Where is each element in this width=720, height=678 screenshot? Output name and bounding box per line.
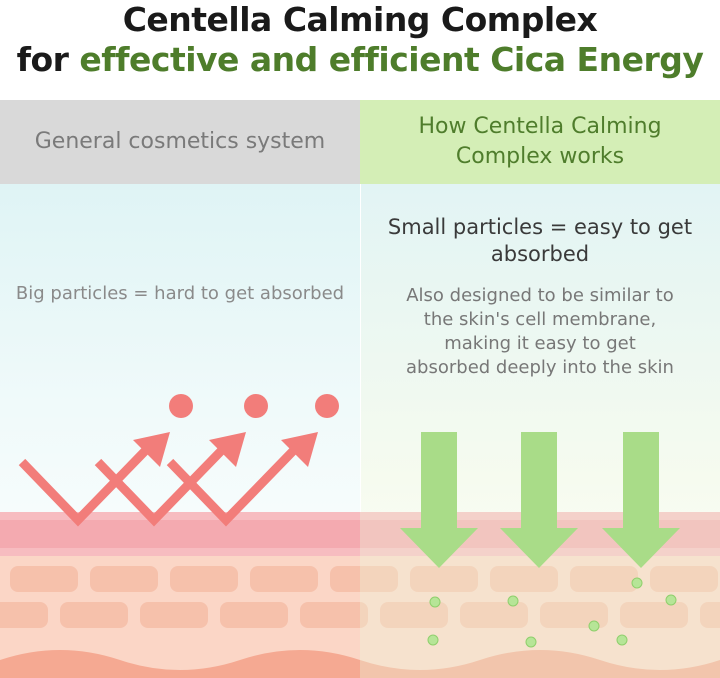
bounce-arrow-1 <box>18 446 150 527</box>
right-desc-line3: making it easy to get <box>444 333 636 354</box>
left-description: Big particles = hard to get absorbed <box>15 283 345 304</box>
left-column-header: General cosmetics system <box>0 100 360 184</box>
big-particle <box>169 394 193 418</box>
right-column-header: How Centella Calming Complex works <box>360 100 720 184</box>
right-header-line2: Complex works <box>455 144 625 169</box>
big-particle <box>244 394 268 418</box>
bounce-arrows <box>18 446 298 527</box>
right-subheading: Small particles = easy to get absorbed <box>360 214 720 268</box>
right-desc-line2: the skin's cell membrane, <box>423 309 657 330</box>
right-subheading-line1: Small particles = easy to get <box>387 215 693 239</box>
down-arrow-2 <box>500 432 578 568</box>
cell-row-2 <box>0 602 720 628</box>
right-desc-line4: absorbed deeply into the skin <box>406 357 674 378</box>
down-arrow-1 <box>400 432 478 568</box>
big-particles <box>169 394 339 418</box>
big-particle <box>315 394 339 418</box>
small-particles <box>427 577 677 648</box>
down-arrow-3 <box>602 432 680 568</box>
left-header-text: General cosmetics system <box>34 129 326 154</box>
small-particle <box>427 634 439 646</box>
arrow-head <box>133 432 170 467</box>
small-particle <box>507 595 519 607</box>
bounce-arrow-3 <box>166 446 298 527</box>
cell-row-1 <box>10 566 718 592</box>
column-divider <box>360 184 361 554</box>
bounce-arrow-heads <box>133 432 318 467</box>
small-particle <box>616 634 628 646</box>
subtitle-prefix: for <box>16 40 80 79</box>
right-header-line1: How Centella Calming <box>418 114 662 139</box>
bounce-arrow-2 <box>94 446 226 527</box>
right-subheading-line2: absorbed <box>490 242 590 266</box>
subtitle-highlight: effective and efficient Cica Energy <box>79 40 704 79</box>
small-particle <box>631 577 643 589</box>
small-particle <box>588 620 600 632</box>
right-description: Also designed to be similar to the skin'… <box>380 284 700 380</box>
skin-surface-inner <box>0 520 720 548</box>
small-particle <box>665 594 677 606</box>
page-subtitle: for effective and efficient Cica Energy <box>0 40 720 79</box>
page-title: Centella Calming Complex <box>122 0 598 39</box>
right-desc-line1: Also designed to be similar to <box>406 285 674 306</box>
skin-wave <box>0 650 720 678</box>
arrow-head <box>209 432 246 467</box>
small-particle <box>429 596 441 608</box>
penetration-arrows <box>400 432 680 568</box>
right-header-text: How Centella Calming Complex works <box>418 112 661 172</box>
arrow-head <box>281 432 318 467</box>
small-particle <box>525 636 537 648</box>
